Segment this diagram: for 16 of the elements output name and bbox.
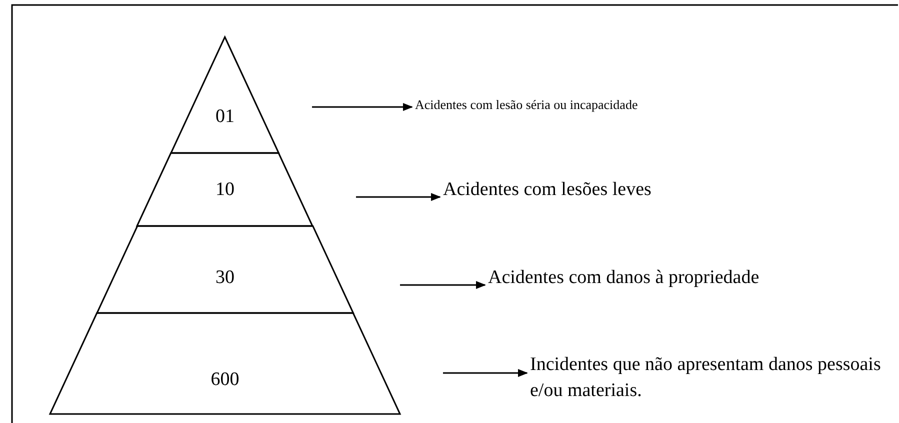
level-count: 600	[210, 369, 240, 391]
arrow	[356, 193, 441, 201]
level-count: 01	[215, 106, 234, 128]
level-description: Acidentes com lesão séria ou incapacidade	[415, 92, 745, 118]
level-description: Acidentes com danos à propriedade	[488, 265, 848, 291]
arrow	[443, 369, 528, 377]
pyramid-level	[137, 153, 313, 226]
pyramid-level	[96, 226, 354, 313]
pyramid-level	[50, 313, 400, 414]
level-count: 10	[215, 179, 234, 201]
arrow	[400, 281, 486, 289]
level-count: 30	[215, 267, 234, 289]
level-description: Incidentes que não apresentam danos pessoais e/ou materiais.	[530, 352, 898, 404]
level-description: Acidentes com lesões leves	[443, 177, 743, 203]
pyramid-apex	[171, 37, 279, 153]
arrow	[312, 103, 413, 111]
